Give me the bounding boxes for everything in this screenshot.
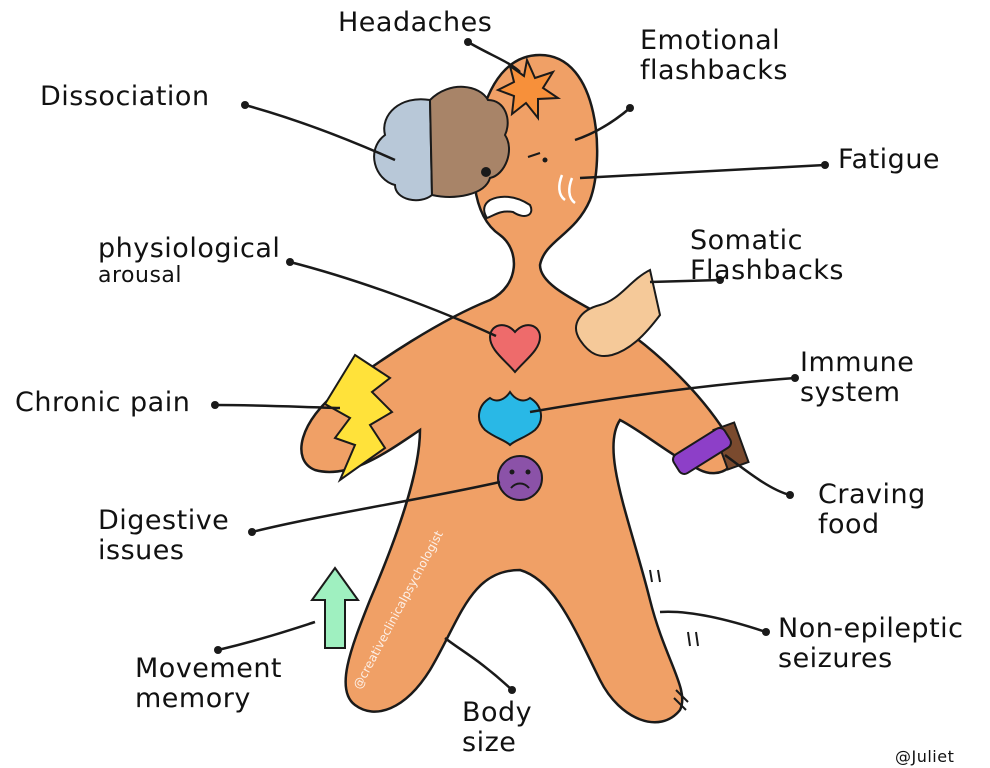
artist-credit: @Juliet xyxy=(895,748,954,766)
stomach-icon xyxy=(498,456,542,500)
label-dissociation: Dissociation xyxy=(40,82,210,112)
label-chronic-pain: Chronic pain xyxy=(15,388,190,418)
label-fatigue: Fatigue xyxy=(838,145,940,175)
hand-icon xyxy=(576,270,660,356)
movement-arrow-icon xyxy=(312,568,358,648)
label-headaches: Headaches xyxy=(338,8,492,38)
